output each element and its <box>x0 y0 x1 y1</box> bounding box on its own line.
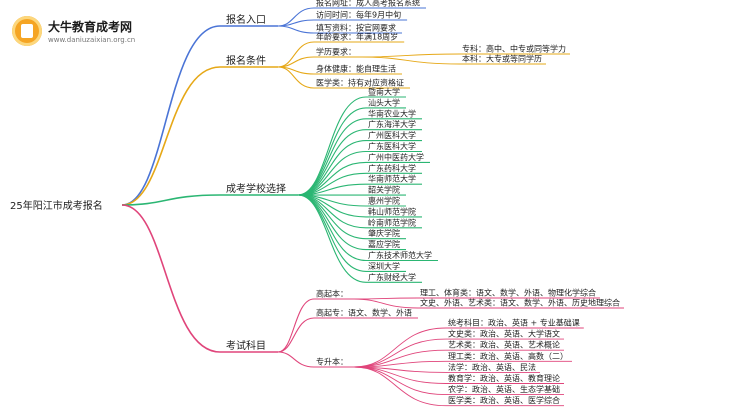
sub-item-connector <box>361 53 461 58</box>
sub-item-label: 文史类：政治、英语、大学语文 <box>448 329 560 339</box>
sub-item-label: 农学：政治、英语、生态学基础 <box>448 384 560 394</box>
item-connector <box>277 317 315 353</box>
item-label: 高起专：语文、数学、外语 <box>316 308 412 318</box>
branch-label: 成考学校选择 <box>226 182 286 195</box>
item-label: 暨南大学 <box>368 87 400 97</box>
item-label: 华南师范大学 <box>368 174 416 184</box>
sub-item-connector <box>361 56 461 65</box>
item-label: 专升本： <box>316 357 348 367</box>
sub-item-label: 法学：政治、英语、民法 <box>448 362 536 372</box>
item-label: 学历要求： <box>316 47 356 57</box>
sub-item-label: 教育学：政治、英语、教育理论 <box>448 373 560 383</box>
branch-label: 报名入口 <box>226 13 266 26</box>
sub-item-label: 理工类：政治、英语、高数（二） <box>448 351 568 361</box>
sub-item-connector <box>353 298 419 309</box>
sub-item-label: 文史、外语、艺术类：语文、数学、外语、历史地理综合 <box>420 298 620 308</box>
item-label: 肇庆学院 <box>368 228 400 238</box>
item-label: 韶关学院 <box>368 185 400 195</box>
item-label: 华南农业大学 <box>368 108 416 118</box>
item-label: 访问时间：每年9月中旬 <box>316 10 401 20</box>
branch-connector <box>121 204 221 353</box>
sub-item-connector <box>353 366 447 396</box>
sub-item-connector <box>353 297 419 300</box>
item-label: 惠州学院 <box>368 196 400 206</box>
item-connector <box>277 298 315 353</box>
item-connector <box>277 66 315 89</box>
item-label: 高起本： <box>316 289 348 299</box>
sub-item-connector <box>353 349 447 368</box>
branch-connector <box>121 25 221 206</box>
root-topic: 25年阳江市成考报名 <box>10 199 103 212</box>
item-connector <box>297 140 367 196</box>
sub-item-label: 理工、体育类：语文、数学、外语、物理化学综合 <box>420 288 596 298</box>
sub-item-label: 医学类：政治、英语、医学综合 <box>448 395 560 405</box>
sub-item-label: 专科：高中、中专或同等学力 <box>462 44 566 54</box>
item-connector <box>297 194 367 251</box>
item-label: 韩山师范学院 <box>368 206 416 216</box>
item-label: 报名网址：成人高考报名系统 <box>316 0 420 8</box>
logo-title: 大牛教育成考网 <box>48 20 133 34</box>
item-connector <box>297 129 367 196</box>
item-connector <box>297 96 367 196</box>
item-connector <box>297 194 367 229</box>
item-label: 年龄要求：年满18周岁 <box>316 32 398 42</box>
item-connector <box>277 7 315 27</box>
item-label: 医学类：持有对应资格证 <box>316 78 404 88</box>
item-label: 广州中医药大学 <box>368 152 424 162</box>
item-label: 广东海洋大学 <box>368 119 416 129</box>
item-connector <box>297 107 367 196</box>
item-connector <box>297 194 367 262</box>
item-connector <box>277 25 315 34</box>
item-label: 填写资料：按官网要求 <box>316 23 396 33</box>
sub-item-connector <box>353 366 447 407</box>
item-label: 深圳大学 <box>368 261 400 271</box>
sub-item-label: 统考科目：政治、英语 + 专业基础课 <box>448 318 580 328</box>
item-label: 嘉应学院 <box>368 239 400 249</box>
item-label: 广东药科大学 <box>368 163 416 173</box>
branch-connector <box>121 194 221 206</box>
item-label: 广州医科大学 <box>368 130 416 140</box>
site-logo: 大牛教育成考网 www.daniuzaixian.org.cn <box>8 14 138 50</box>
sub-item-connector <box>353 327 447 368</box>
item-label: 岭南师范学院 <box>368 217 416 227</box>
item-connector <box>277 351 315 368</box>
sub-item-label: 艺术类：政治、英语、艺术概论 <box>448 340 560 350</box>
item-label: 广东医科大学 <box>368 141 416 151</box>
item-connector <box>297 118 367 196</box>
item-connector <box>277 41 315 68</box>
sub-item-label: 本科：大专或等同学历 <box>462 54 542 64</box>
sub-item-connector <box>353 338 447 368</box>
branch-label: 报名条件 <box>226 54 266 67</box>
item-label: 广东财经大学 <box>368 272 416 282</box>
item-label: 广东技术师范大学 <box>368 250 432 260</box>
sub-item-connector <box>353 366 447 384</box>
item-label: 汕头大学 <box>368 97 400 107</box>
branch-connector <box>121 66 221 206</box>
item-connector <box>297 194 367 283</box>
item-label: 身体健康：能自理生活 <box>316 64 396 74</box>
logo-url: www.daniuzaixian.org.cn <box>48 36 136 44</box>
branch-label: 考试科目 <box>226 339 266 352</box>
logo-badge-icon <box>12 16 42 46</box>
